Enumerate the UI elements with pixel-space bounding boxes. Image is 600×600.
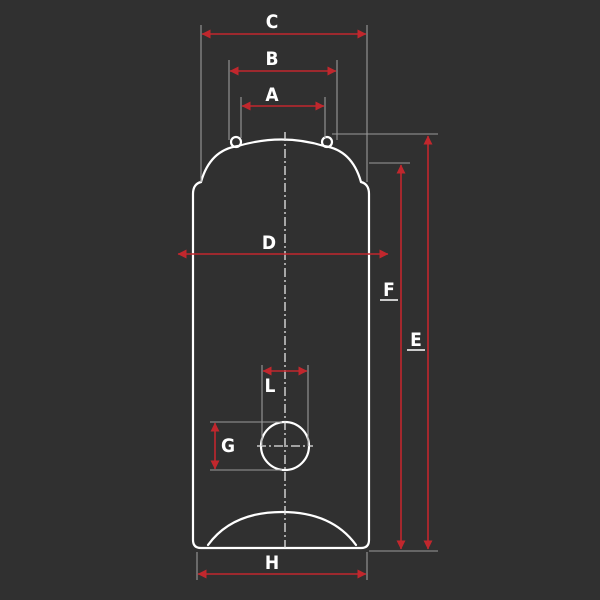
dimension-lines (177, 29, 433, 579)
label-g: G (221, 435, 235, 457)
tank-outline (191, 135, 371, 550)
dimension-labels: C B A D F E L G H (221, 11, 425, 574)
label-b: B (265, 48, 278, 70)
label-c: C (266, 11, 279, 33)
label-d: D (262, 232, 276, 254)
label-e: E (410, 329, 422, 351)
top-dome (199, 138, 363, 184)
label-h: H (265, 552, 279, 574)
label-l: L (265, 375, 276, 397)
top-ring-left (229, 135, 243, 149)
bottom-dome (206, 510, 358, 547)
label-f: F (383, 279, 395, 301)
top-ring-right (320, 135, 334, 149)
extension-lines (196, 25, 438, 580)
label-a: A (265, 84, 279, 106)
tank-body (191, 180, 371, 550)
